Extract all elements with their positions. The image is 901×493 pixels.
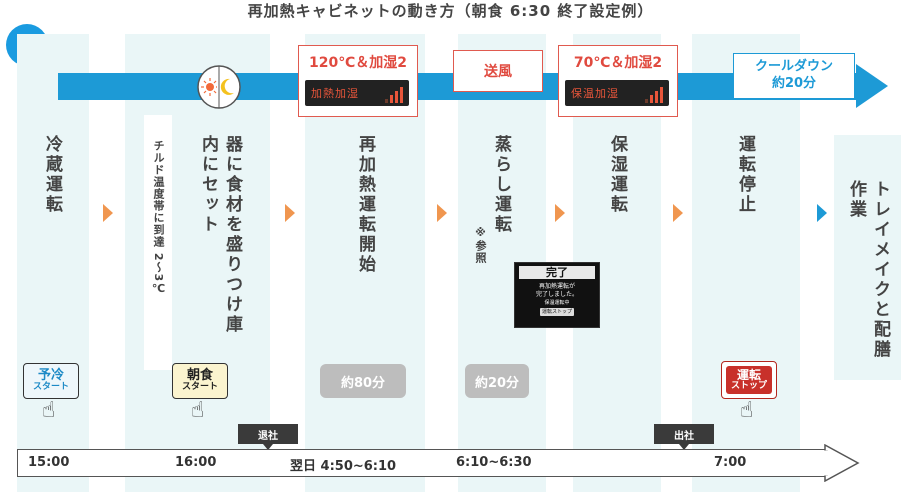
phase-label-keep-warm: 70℃＆加湿2 [573, 55, 663, 71]
cooldown-box: クールダウン 約20分 [733, 53, 855, 99]
leave-tag-pointer [263, 444, 273, 450]
timeline-bar [17, 449, 827, 477]
step-cooling: 冷蔵運転 [42, 135, 62, 215]
completion-title: 完了 [546, 266, 568, 279]
completion-message-3: 保温運転中 [544, 300, 570, 306]
step-chilled-note: チルド温度帯に到達 2〜3℃ [152, 140, 165, 297]
step-arrow-2 [285, 204, 295, 222]
completion-message-1: 再加熱運転が [538, 283, 575, 290]
stop-label: 運転 [736, 367, 761, 382]
completion-screen: 完了 再加熱運転が 完了しました。 保温運転中 運転ストップ [514, 262, 600, 328]
breakfast-start-button[interactable]: 朝食 スタート [172, 363, 228, 399]
time-steam: 6:10~6:30 [456, 455, 532, 470]
step-steaming: 蒸らし運転 [491, 135, 511, 235]
pointing-hand-icon: ☝ [740, 398, 754, 423]
completion-title-bar: 完了 [519, 266, 595, 279]
phase-label-heat: 120℃＆加湿2 [309, 55, 407, 71]
phase-box-heat-humidify: 120℃＆加湿2 加熱加湿 [298, 45, 418, 117]
step-keep-humid: 保湿運転 [607, 135, 627, 215]
duration-steam: 約20分 [465, 364, 529, 398]
process-arrow-head [856, 64, 888, 108]
time-1600: 16:00 [175, 455, 217, 470]
timeline-arrowhead [824, 443, 860, 486]
step-tray-serving: トレイメイクと配膳作業 [846, 180, 890, 360]
step-set-food: 器に食材を盛りつけ庫内にセット [198, 135, 242, 335]
breakfast-start-label: スタート [181, 382, 218, 393]
lcd-display-heat: 加熱加湿 [305, 80, 409, 106]
diagram-title: 再加熱キャビネットの動き方（朝食 6:30 終了設定例） [247, 2, 654, 20]
lcd-text-heat: 加熱加湿 [311, 87, 359, 100]
lcd-text-keep-warm: 保温加湿 [571, 87, 619, 100]
cooldown-label: クールダウン [754, 59, 833, 74]
precool-start-button[interactable]: 予冷 スタート [23, 363, 79, 399]
operation-stop-button[interactable]: 運転 ストップ [721, 361, 777, 399]
arrive-office-tag: 出社 [654, 424, 714, 444]
lcd-display-keep-warm: 保温加湿 [565, 80, 669, 106]
arrive-tag-pointer [679, 444, 689, 450]
step-stop: 運転停止 [735, 135, 755, 215]
step-arrow-5 [673, 204, 683, 222]
cooldown-duration: 約20分 [771, 76, 817, 91]
phase-box-blow: 送風 [453, 50, 543, 92]
sun-moon-icon [196, 64, 242, 110]
step-steaming-note: ※参照 [474, 226, 487, 264]
completion-stop-button[interactable]: 運転ストップ [540, 308, 574, 316]
stop-sub-label: ストップ [730, 380, 767, 391]
pointing-hand-icon: ☝ [42, 398, 56, 423]
humidity-level-bars [385, 87, 403, 103]
column-6 [692, 34, 800, 492]
column-1 [17, 34, 89, 492]
phase-box-keep-warm: 70℃＆加湿2 保温加湿 [558, 45, 678, 117]
column-7 [834, 135, 901, 380]
leave-office-tag: 退社 [238, 424, 298, 444]
step-arrow-3 [437, 204, 447, 222]
precool-start-label: スタート [32, 382, 69, 393]
completion-message-2: 完了しました。 [535, 291, 578, 298]
step-arrow-6 [817, 204, 827, 222]
step-note-box [144, 115, 172, 370]
time-1500: 15:00 [28, 455, 70, 470]
breakfast-label: 朝食 [186, 368, 213, 384]
time-next-day: 翌日 4:50~6:10 [290, 459, 397, 474]
duration-reheat: 約80分 [320, 364, 406, 398]
pointing-hand-icon: ☝ [191, 398, 205, 423]
precool-label: 予冷 [37, 368, 64, 384]
stop-button-face: 運転 ストップ [726, 366, 772, 394]
phase-label-blow: 送風 [484, 64, 512, 80]
humidity-level-bars [645, 87, 663, 103]
step-arrow-4 [555, 204, 565, 222]
step-arrow-1 [103, 204, 113, 222]
step-reheat-start: 再加熱運転開始 [355, 135, 375, 275]
time-0700: 7:00 [714, 455, 747, 470]
